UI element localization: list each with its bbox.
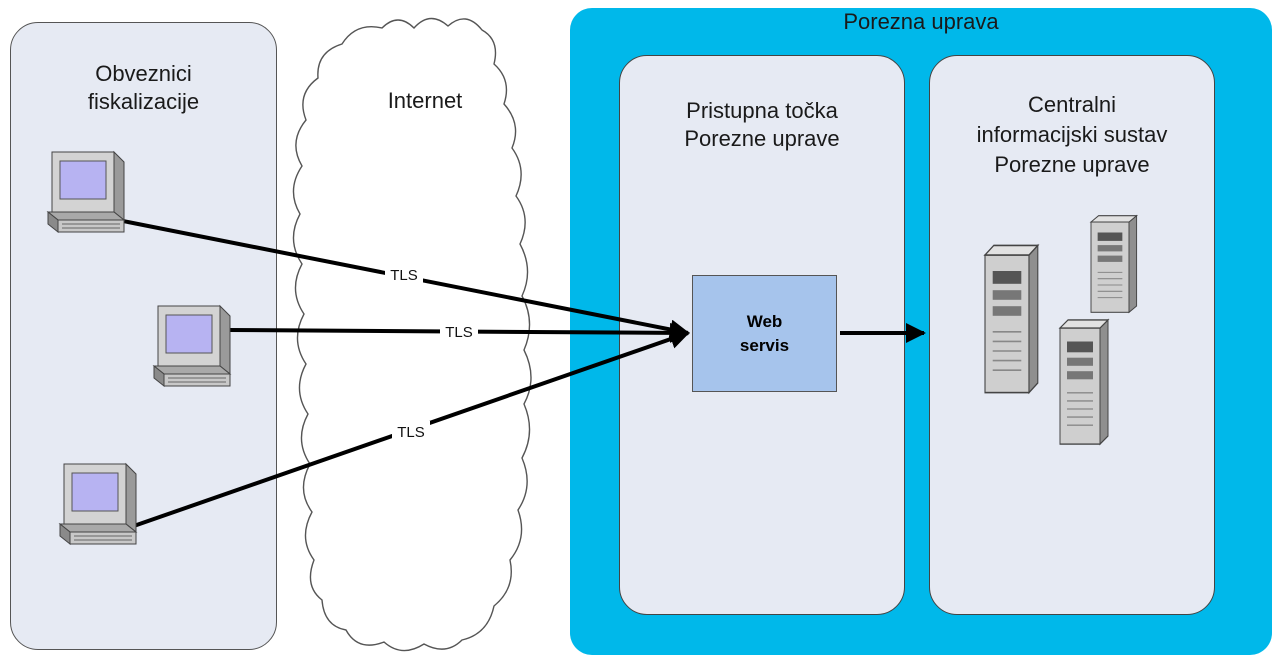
access-point-title: Pristupna točka Porezne uprave (684, 98, 840, 151)
server-tower-icon (984, 244, 1039, 394)
server-tower-icon (1090, 215, 1138, 313)
taxpayers-panel (10, 22, 277, 650)
internet-cloud (292, 17, 532, 652)
computer-icon (59, 463, 137, 545)
tls-label-1: TLS (390, 267, 418, 284)
taxpayers-title: Obveznici fiskalizacije (87, 61, 200, 114)
tax-administration-title: Porezna uprava (843, 9, 999, 34)
web-service-box: Web servis (692, 275, 837, 392)
tls-label-3: TLS (397, 424, 425, 441)
central-system-title: Centralni informacijski sustav Porezne u… (976, 92, 1168, 177)
internet-label: Internet (388, 88, 463, 113)
computer-icon (47, 151, 125, 233)
computer-icon (153, 305, 231, 387)
tls-label-2: TLS (445, 324, 473, 341)
server-tower-icon (1059, 319, 1109, 445)
